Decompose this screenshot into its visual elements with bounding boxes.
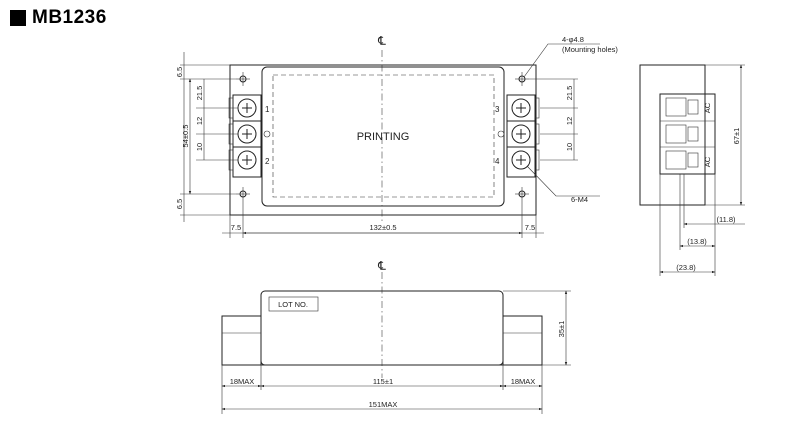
terminal-label-1: 1 xyxy=(265,105,270,114)
dim-front-overall-length: 151MAX xyxy=(369,400,398,409)
printing-area xyxy=(272,74,495,198)
side-label-ac-top: AC xyxy=(703,102,712,113)
title-square-icon xyxy=(10,10,26,26)
terminal-block-right: 3 4 xyxy=(495,94,540,178)
terminal-label-2: 2 xyxy=(265,157,270,166)
side-view: AC AC 67±1 (11.8) (13.8) (23.8) xyxy=(639,64,745,276)
dim-bottom-right-flange: 7.5 xyxy=(525,223,535,232)
dim-side-terminal-depth: (11.8) xyxy=(716,215,736,224)
front-right-terminal xyxy=(502,315,543,366)
dim-left-flange-bottom: 6.5 xyxy=(175,199,184,209)
lot-label: LOT NO. xyxy=(278,300,308,309)
side-terminal-block xyxy=(659,93,716,175)
header: MB1236 xyxy=(10,6,107,30)
top-bottom-dimensions: 7.5 132±0.5 7.5 xyxy=(222,201,544,238)
dim-front-right-terminal: 18MAX xyxy=(511,377,536,386)
mounting-holes xyxy=(236,72,529,201)
mounting-flange xyxy=(229,64,537,216)
dim-left-hole-to-terminal: 21.5 xyxy=(195,86,204,101)
screw-callout: 6-M4 xyxy=(526,165,600,204)
dim-left-flange-top: 6.5 xyxy=(175,67,184,77)
dim-side-overall-depth: (23.8) xyxy=(676,263,696,272)
top-right-dimensions: 21.5 12 10 xyxy=(529,78,578,161)
dim-side-height: 67±1 xyxy=(732,128,741,145)
terminal-label-4: 4 xyxy=(495,157,500,166)
mounting-holes-callout: 4-φ4.8 (Mounting holes) xyxy=(523,35,618,78)
mounting-hole-caption: (Mounting holes) xyxy=(562,45,618,54)
dim-right-pitch-1: 12 xyxy=(565,117,574,125)
dim-side-terminal-offset: (13.8) xyxy=(687,237,707,246)
top-left-dimensions: 6.5 21.5 12 10 6.5 54±0.5 xyxy=(175,52,238,222)
dim-bottom-left-flange: 7.5 xyxy=(231,223,241,232)
screw-spec: 6-M4 xyxy=(571,195,588,204)
filter-body xyxy=(261,66,505,207)
dim-left-pitch-2: 10 xyxy=(195,143,204,151)
page-title: MB1236 xyxy=(32,7,107,28)
top-centerline-symbol: ℄ xyxy=(377,34,386,48)
front-view: ℄ LOT NO. 35±1 18MAX 115±1 18MAX 151MAX xyxy=(221,259,571,414)
dim-hole-spacing-horizontal: 132±0.5 xyxy=(369,223,396,232)
side-body xyxy=(639,64,706,206)
dim-right-pitch-2: 10 xyxy=(565,143,574,151)
front-centerline-symbol: ℄ xyxy=(377,259,386,273)
front-left-terminal xyxy=(221,315,262,366)
mounting-hole-spec: 4-φ4.8 xyxy=(562,35,584,44)
dim-left-pitch-1: 12 xyxy=(195,117,204,125)
terminal-label-3: 3 xyxy=(495,105,500,114)
dim-front-left-terminal: 18MAX xyxy=(230,377,255,386)
dim-right-hole-to-terminal: 21.5 xyxy=(565,86,574,101)
printing-label: PRINTING xyxy=(357,131,410,143)
dim-hole-spacing-vertical: 54±0.5 xyxy=(181,125,190,148)
lot-label-box xyxy=(268,296,319,312)
side-label-ac-bottom: AC xyxy=(703,156,712,167)
dim-front-body-length: 115±1 xyxy=(373,377,393,386)
terminal-block-left: 1 2 xyxy=(228,94,271,178)
dim-front-height: 35±1 xyxy=(557,321,566,338)
top-view: ℄ PRINTING 1 2 xyxy=(175,34,618,238)
